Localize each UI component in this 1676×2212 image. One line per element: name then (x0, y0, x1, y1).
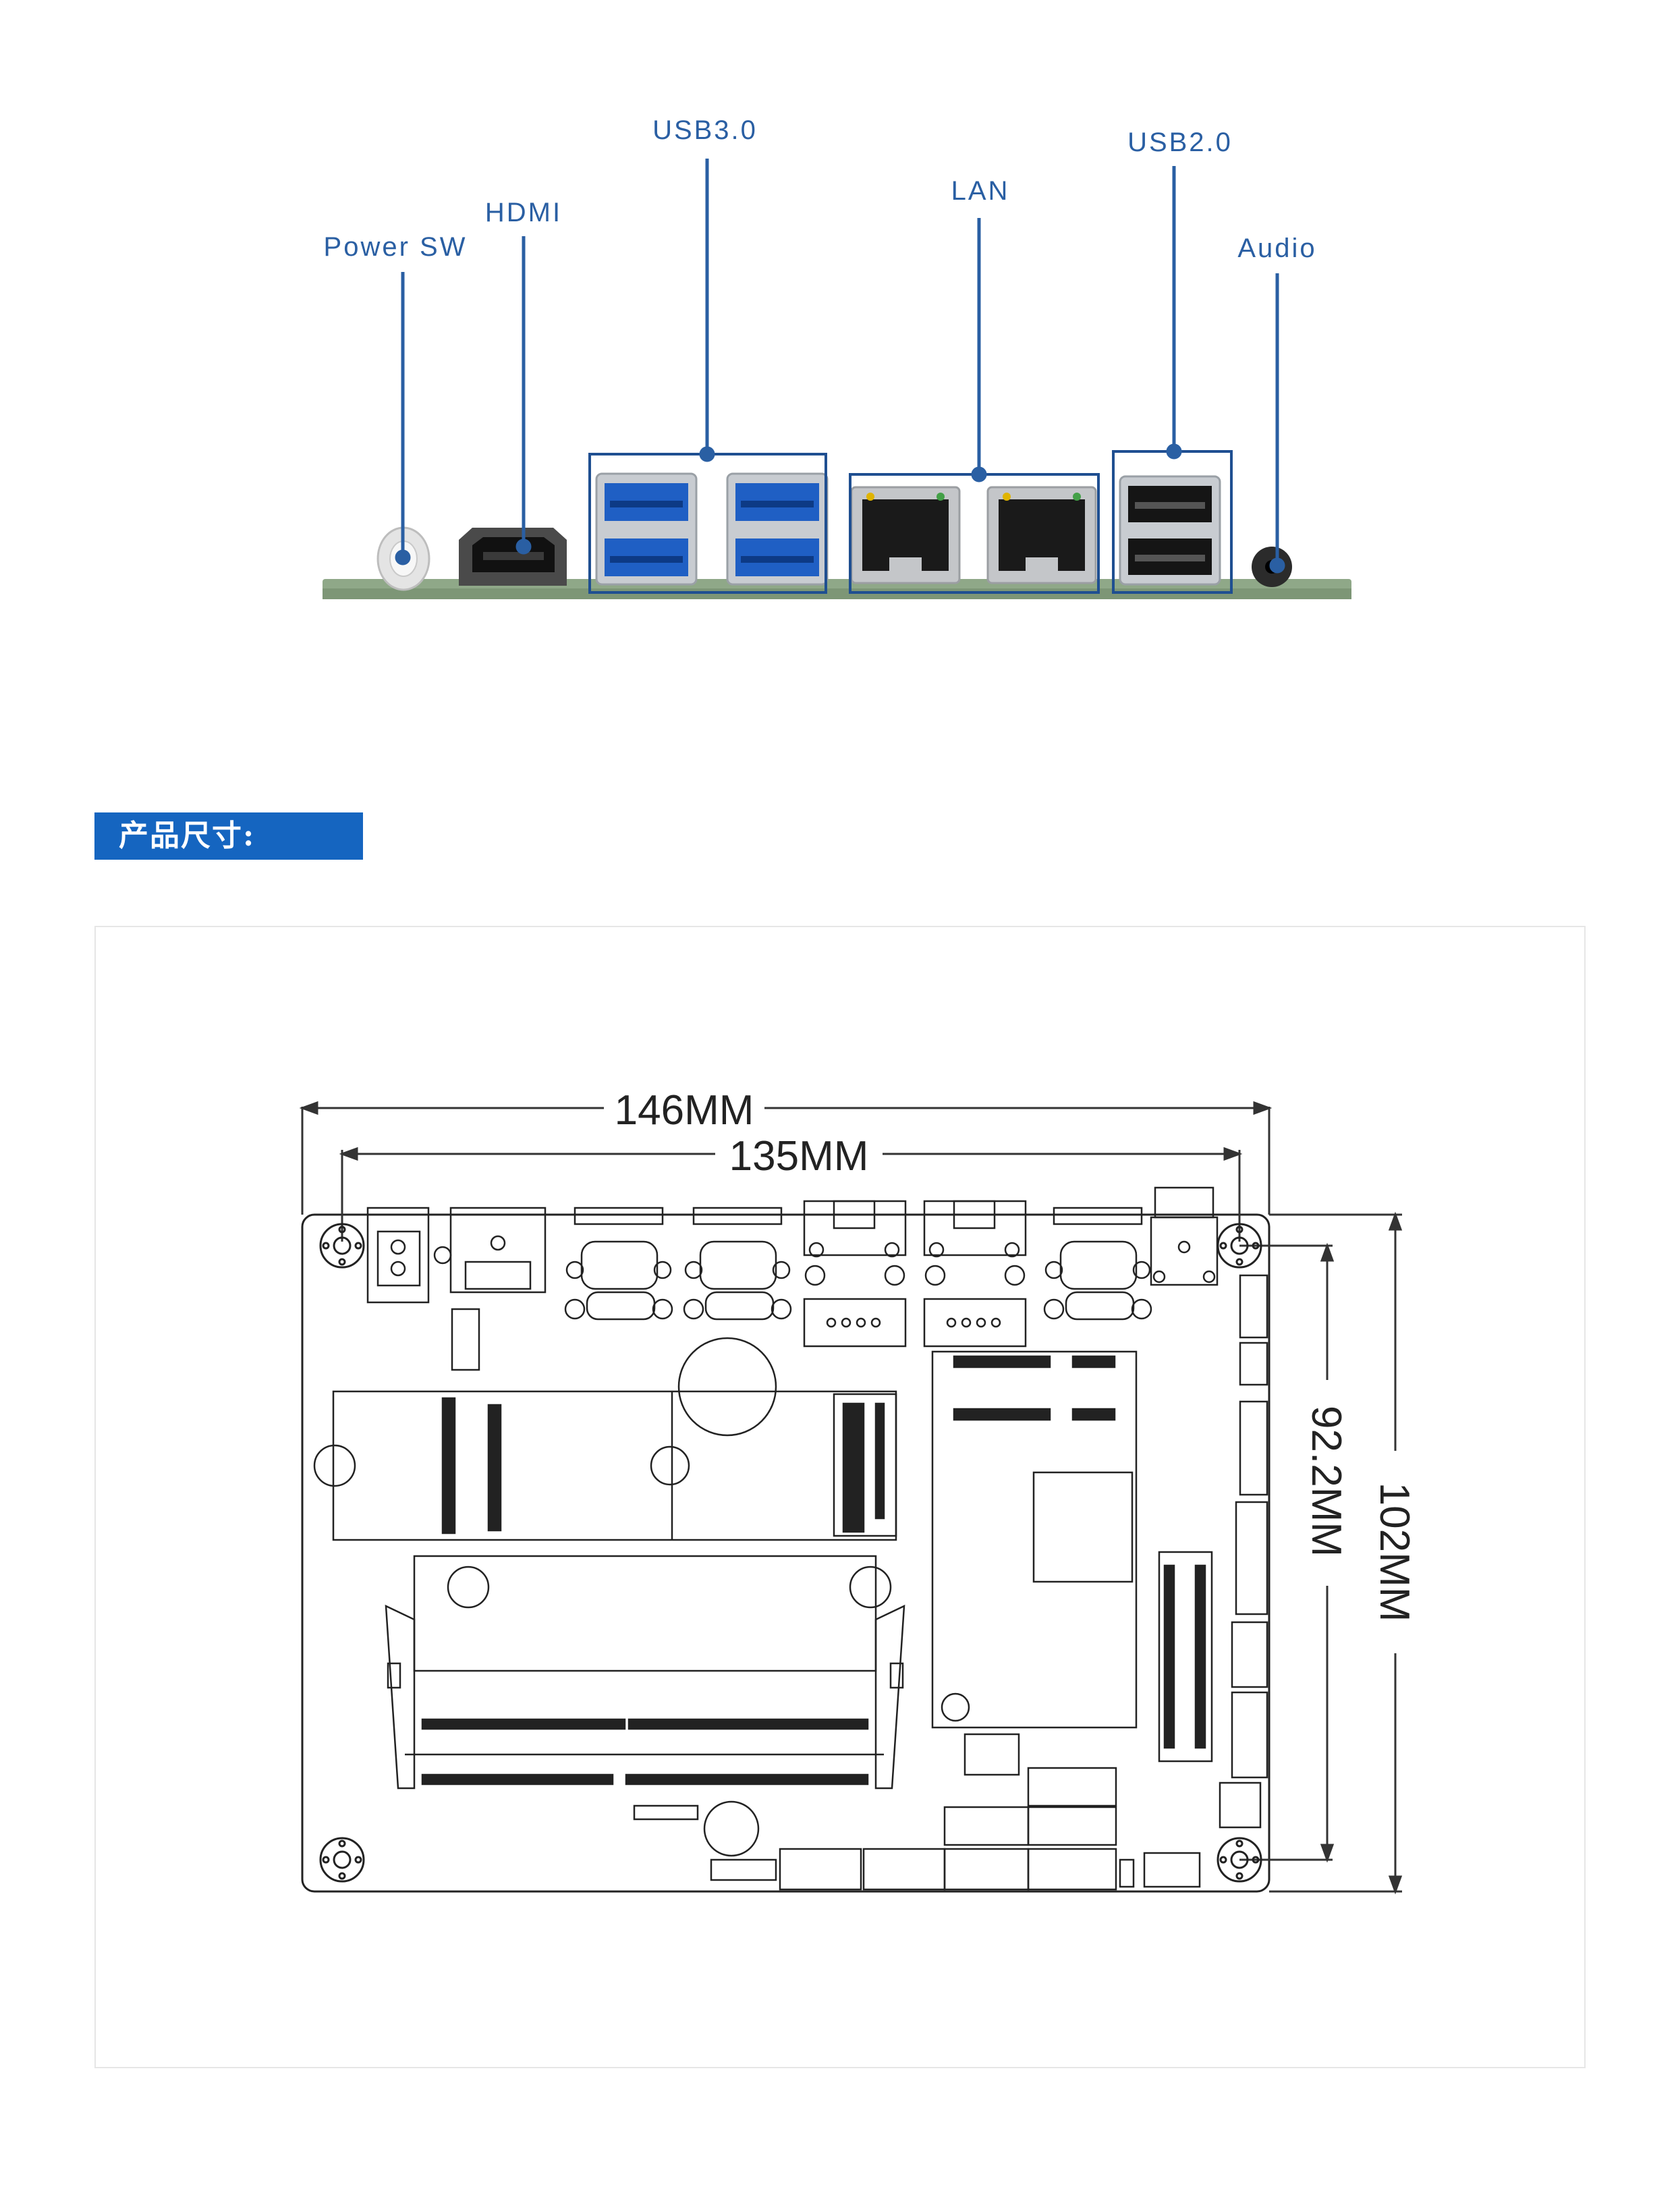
section-title-badge: 产品尺寸: (94, 812, 363, 860)
dimension-drawing-frame (94, 926, 1586, 2068)
hdmi-port (459, 528, 567, 586)
hdmi-label: HDMI (485, 198, 562, 227)
usb20-stack (1119, 475, 1221, 586)
lan-label: LAN (951, 176, 1010, 206)
usb20-label: USB2.0 (1127, 128, 1233, 157)
usb30-label: USB3.0 (652, 115, 758, 145)
usb30-stack-2 (726, 472, 829, 586)
io-panel: Power SW HDMI USB3.0 LAN USB2.0 Audio (323, 115, 1351, 599)
usb30-stack-1 (595, 472, 698, 586)
audio-label: Audio (1237, 233, 1316, 263)
power-sw-label: Power SW (324, 232, 468, 262)
lan-port-2 (986, 486, 1097, 584)
lan-port-1 (850, 486, 961, 584)
